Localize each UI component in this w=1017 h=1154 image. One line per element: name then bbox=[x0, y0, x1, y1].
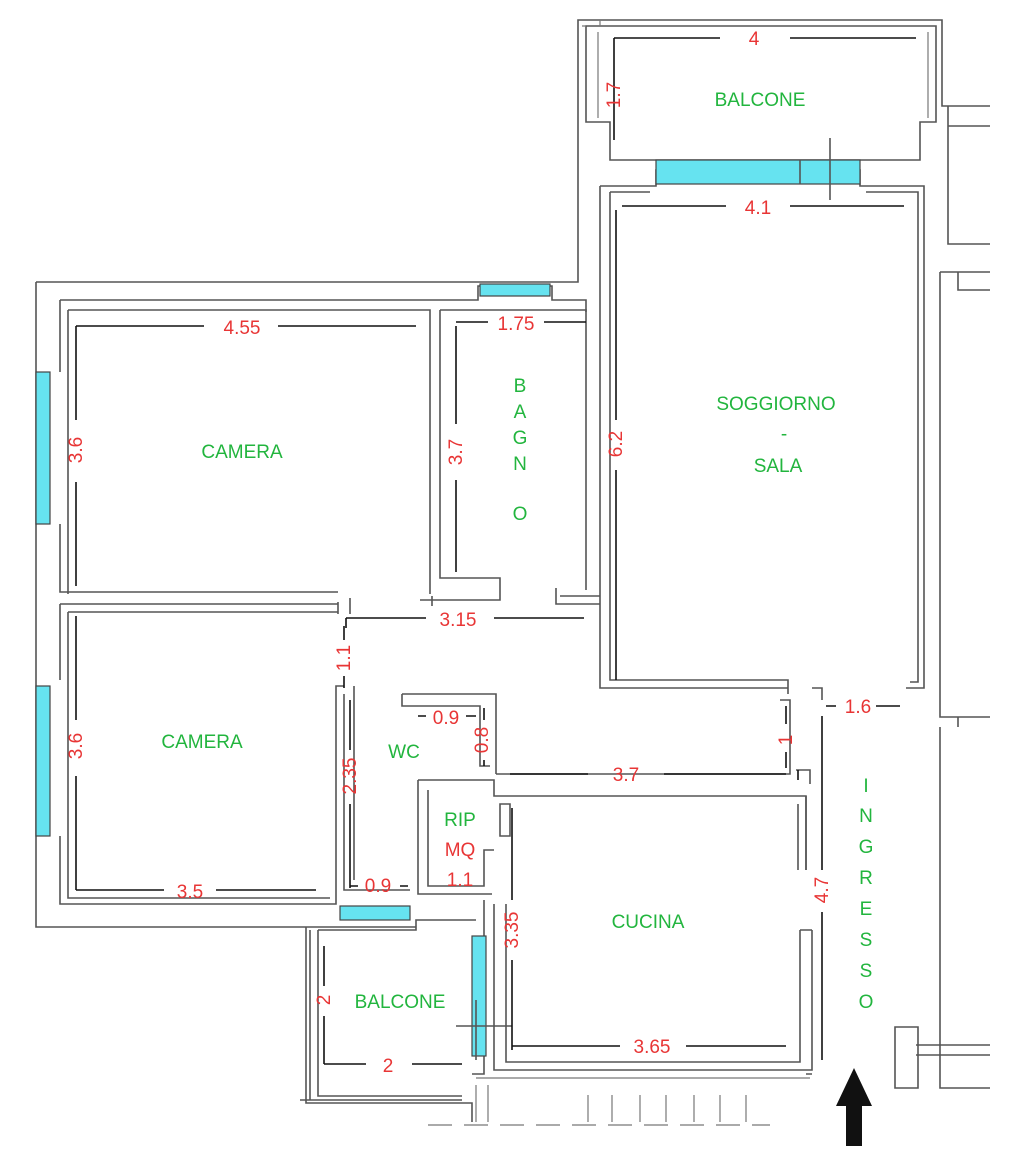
svg-text:S: S bbox=[860, 961, 873, 982]
dim-soggiorno-width: 4.1 bbox=[745, 198, 771, 219]
svg-text:N: N bbox=[513, 454, 527, 475]
room-label-balcone-bottom: BALCONE bbox=[355, 992, 446, 1013]
room-label-ingresso: I N G R E S S O bbox=[859, 776, 874, 1013]
dim-camera-bottom-depth: 3.6 bbox=[66, 733, 87, 759]
svg-text:S: S bbox=[860, 930, 873, 951]
window-bagno bbox=[479, 283, 551, 297]
svg-text:O: O bbox=[513, 504, 528, 525]
dimension-lines bbox=[75, 37, 916, 1065]
svg-text:N: N bbox=[859, 806, 873, 827]
dim-wc-bottom: 0.9 bbox=[365, 876, 391, 897]
dim-wc-width: 0.9 bbox=[433, 708, 459, 729]
dim-balcone-bottom-depth: 2 bbox=[314, 995, 335, 1006]
dim-cucina-width: 3.65 bbox=[634, 1037, 671, 1058]
svg-text:R: R bbox=[859, 868, 873, 889]
svg-text:E: E bbox=[860, 899, 873, 920]
dim-bagno-width: 1.75 bbox=[498, 314, 535, 335]
window-wc bbox=[339, 905, 411, 921]
room-label-soggiorno-3: SALA bbox=[754, 456, 803, 477]
dim-camera-top-depth: 3.6 bbox=[66, 437, 87, 463]
dim-ingresso-length: 4.7 bbox=[812, 877, 833, 903]
room-label-soggiorno-1: SOGGIORNO bbox=[716, 394, 835, 415]
svg-text:G: G bbox=[859, 837, 874, 858]
window-balcone-top bbox=[655, 159, 861, 185]
dim-camera-bottom-width: 3.5 bbox=[177, 882, 203, 903]
dim-balcone-top-width: 4 bbox=[749, 29, 760, 50]
svg-text:B: B bbox=[514, 376, 527, 397]
dim-cucina-depth: 3.35 bbox=[502, 912, 523, 949]
rip-area-value: 1.1 bbox=[447, 870, 473, 891]
svg-text:O: O bbox=[859, 992, 874, 1013]
arrow-up-icon bbox=[836, 1068, 872, 1146]
room-label-camera-top: CAMERA bbox=[201, 442, 283, 463]
svg-text:G: G bbox=[513, 428, 528, 449]
dim-ingresso-width: 1.6 bbox=[845, 697, 871, 718]
room-label-wc: WC bbox=[388, 742, 420, 763]
dim-corridor-width: 1.1 bbox=[334, 645, 355, 671]
dim-soggiorno-depth: 6.2 bbox=[606, 431, 627, 457]
room-label-bagno: B A G N O bbox=[513, 376, 528, 525]
dim-balcone-bottom-width: 2 bbox=[383, 1056, 394, 1077]
room-label-cucina: CUCINA bbox=[612, 912, 685, 933]
walls bbox=[35, 19, 990, 1126]
room-label-balcone-top: BALCONE bbox=[715, 90, 806, 111]
dim-ingresso-depth: 1 bbox=[776, 735, 797, 746]
room-label-rip: RIP bbox=[444, 810, 476, 831]
room-label-soggiorno-2: - bbox=[781, 424, 787, 445]
dim-bagno-depth: 3.7 bbox=[446, 439, 467, 465]
room-label-camera-bottom: CAMERA bbox=[161, 732, 243, 753]
dim-camera-top-width: 4.55 bbox=[224, 318, 261, 339]
dim-wc-depth: 0.8 bbox=[472, 727, 493, 753]
window-camera-top bbox=[35, 371, 51, 525]
windows bbox=[35, 138, 861, 1060]
svg-text:I: I bbox=[863, 776, 868, 797]
dim-balcone-top-depth: 1.7 bbox=[604, 82, 625, 108]
dim-corridor-length: 3.15 bbox=[440, 610, 477, 631]
dim-wc-length: 2.35 bbox=[340, 758, 361, 795]
dim-cucina-top: 3.7 bbox=[613, 765, 639, 786]
svg-text:A: A bbox=[514, 402, 527, 423]
window-camera-bottom bbox=[35, 685, 51, 837]
window-cucina bbox=[471, 935, 487, 1057]
rip-area-unit: MQ bbox=[445, 840, 476, 861]
